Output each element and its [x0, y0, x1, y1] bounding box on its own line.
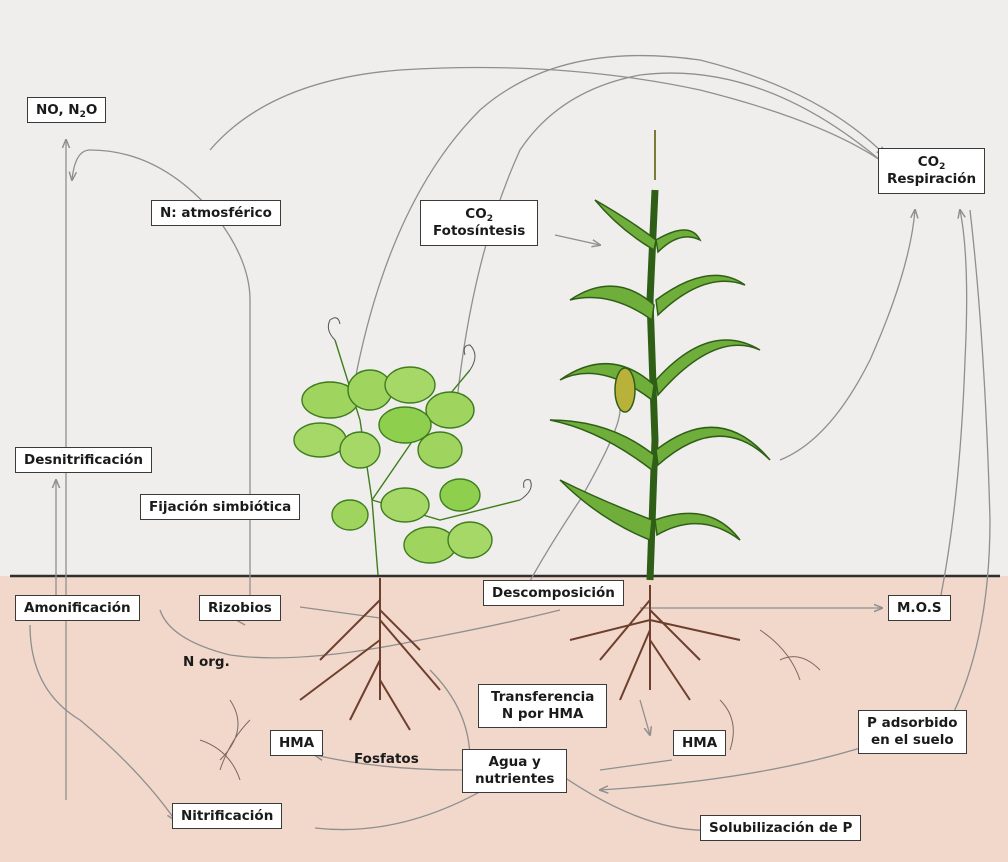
co2-fotosintesis-formula: CO2 — [433, 206, 525, 223]
nitrificacion-text: Nitrificación — [181, 808, 273, 824]
mos-box: M.O.S — [888, 595, 951, 621]
nitrificacion-box: Nitrificación — [172, 803, 282, 829]
n-org-label: N org. — [183, 654, 230, 670]
transferencia-box: Transferencia N por HMA — [478, 684, 607, 728]
co2-fotosintesis-text: Fotosíntesis — [433, 223, 525, 240]
transferencia-line2: N por HMA — [491, 706, 594, 723]
agua-line2: nutrientes — [475, 771, 554, 788]
agua-nutrientes-box: Agua y nutrientes — [462, 749, 567, 793]
sky-background — [0, 0, 1008, 576]
co2-respiracion-box: CO2 Respiración — [878, 148, 985, 194]
no-n2o-tail-text: O — [86, 102, 97, 118]
hma-right-box: HMA — [673, 730, 726, 756]
amonificacion-text: Amonificación — [24, 600, 131, 616]
mos-text: M.O.S — [897, 600, 942, 616]
rizobios-box: Rizobios — [199, 595, 281, 621]
fosfatos-text: Fosfatos — [354, 751, 419, 767]
fijacion-simbiotica-text: Fijación simbiótica — [149, 499, 291, 515]
desnitrificacion-box: Desnitrificación — [15, 447, 152, 473]
desnitrificacion-text: Desnitrificación — [24, 452, 143, 468]
co2-respiracion-co: CO — [918, 154, 939, 170]
co2-fotosintesis-co: CO — [465, 206, 486, 222]
descomposicion-text: Descomposición — [492, 585, 615, 601]
p-adsorbido-box: P adsorbido en el suelo — [858, 710, 967, 754]
n-org-text: N org. — [183, 654, 230, 670]
n-atmosferico-text: N: atmosférico — [160, 205, 272, 221]
co2-respiracion-formula: CO2 — [887, 154, 976, 171]
solubilizacion-text: Solubilización de P — [709, 820, 852, 836]
no-n2o-box: NO, N2O — [27, 97, 106, 123]
p-adsorbido-line2: en el suelo — [867, 732, 958, 749]
solubilizacion-box: Solubilización de P — [700, 815, 861, 841]
rizobios-text: Rizobios — [208, 600, 272, 616]
transferencia-line1: Transferencia — [491, 689, 594, 706]
fosfatos-label: Fosfatos — [354, 751, 419, 767]
agua-line1: Agua y — [475, 754, 554, 771]
hma-right-text: HMA — [682, 735, 717, 751]
hma-left-box: HMA — [270, 730, 323, 756]
fijacion-simbiotica-box: Fijación simbiótica — [140, 494, 300, 520]
no-n2o-main-text: NO, N — [36, 102, 80, 118]
amonificacion-box: Amonificación — [15, 595, 140, 621]
p-adsorbido-line1: P adsorbido — [867, 715, 958, 732]
co2-fotosintesis-box: CO2 Fotosíntesis — [420, 200, 538, 246]
n-atmosferico-box: N: atmosférico — [151, 200, 281, 226]
descomposicion-box: Descomposición — [483, 580, 624, 606]
co2-respiracion-text: Respiración — [887, 171, 976, 188]
hma-left-text: HMA — [279, 735, 314, 751]
